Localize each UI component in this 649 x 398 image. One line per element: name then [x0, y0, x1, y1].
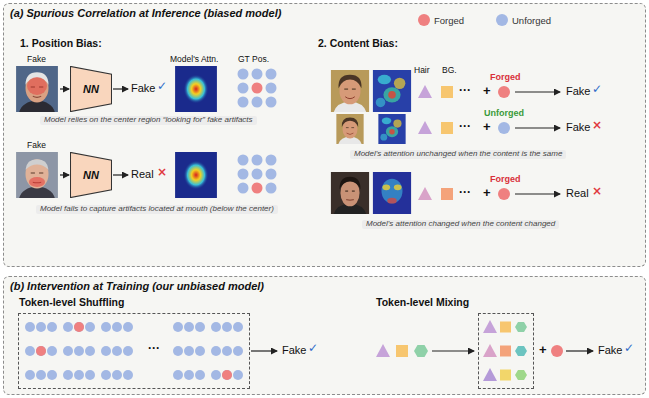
- cross-mark: ×: [157, 166, 167, 179]
- small-label: Hair: [414, 66, 430, 75]
- small-label: Fake: [27, 55, 46, 64]
- check-mark: ✓: [157, 80, 167, 93]
- network-label: NN: [83, 169, 99, 181]
- panel-box: (b) Intervention at Training (our unbias…: [3, 276, 646, 395]
- dashed-group-box: Token-level Shuffling: [18, 313, 250, 389]
- position-bias-row-1: [16, 66, 276, 112]
- check-mark: ✓: [624, 342, 634, 355]
- forged-tag: Forged: [490, 175, 521, 185]
- network-block: NN: [70, 66, 112, 112]
- legend-text: Unforged: [512, 15, 551, 26]
- dashed-group-box: Token-level Mixing: [478, 313, 534, 389]
- small-label: Model's Attn.: [170, 55, 218, 64]
- caption-note: Model's attention unchanged when the con…: [350, 150, 566, 159]
- content-bias-row-3: [331, 172, 560, 214]
- legend-swatch: [418, 14, 430, 26]
- small-label: BG.: [442, 66, 457, 75]
- prediction-label: Fake: [131, 82, 155, 94]
- section-heading: 2. Content Bias:: [318, 38, 398, 50]
- plus-sign: +: [483, 84, 491, 98]
- ellipsis: ···: [459, 120, 471, 133]
- caption-note: Model relies on the center region “looki…: [40, 116, 257, 125]
- content-bias-row-2: [336, 114, 560, 144]
- prediction-label: Fake: [282, 344, 306, 356]
- plus-sign: +: [539, 343, 547, 357]
- cross-mark: ×: [592, 119, 602, 132]
- shuffled-token-grid: [25, 322, 277, 380]
- small-label: GT Pos.: [238, 55, 269, 64]
- prediction-label: Fake: [566, 85, 590, 97]
- group-heading: Token-level Shuffling: [19, 296, 124, 308]
- network-block: NN: [70, 152, 112, 198]
- check-mark: ✓: [592, 83, 602, 96]
- caption-note: Model fails to capture artifacts located…: [36, 205, 278, 214]
- forged-tag: Forged: [490, 73, 521, 83]
- content-bias-row-1: [331, 70, 560, 112]
- cross-mark: ×: [592, 185, 602, 198]
- ellipsis: ···: [459, 186, 471, 199]
- prediction-label: Fake: [566, 121, 590, 133]
- small-label: Fake: [27, 141, 46, 150]
- prediction-label: Fake: [598, 344, 622, 356]
- check-mark: ✓: [308, 342, 318, 355]
- panel-title: (a) Spurious Correlation at Inference (b…: [10, 7, 281, 19]
- plus-sign: +: [483, 186, 491, 200]
- group-heading: Token-level Mixing: [376, 296, 469, 308]
- trapezoid-shape: [70, 66, 111, 111]
- legend-text: Forged: [434, 15, 464, 26]
- unforged-tag: Unforged: [484, 109, 524, 119]
- ellipsis: ···: [148, 342, 160, 355]
- legend-swatch: [496, 14, 508, 26]
- token-mixing-shapes: [376, 320, 593, 381]
- panel-title: (b) Intervention at Training (our unbias…: [10, 280, 264, 292]
- plus-sign: +: [483, 120, 491, 134]
- network-label: NN: [83, 83, 99, 95]
- prediction-label: Real: [566, 187, 589, 199]
- ellipsis: ···: [459, 84, 471, 97]
- caption-note: Model's attention changed when the conte…: [362, 220, 559, 229]
- prediction-label: Real: [131, 168, 154, 180]
- position-bias-row-2: [16, 152, 276, 198]
- panel-ground: [3, 3, 646, 395]
- section-heading: 1. Position Bias:: [20, 38, 102, 50]
- trapezoid-shape: [70, 152, 111, 197]
